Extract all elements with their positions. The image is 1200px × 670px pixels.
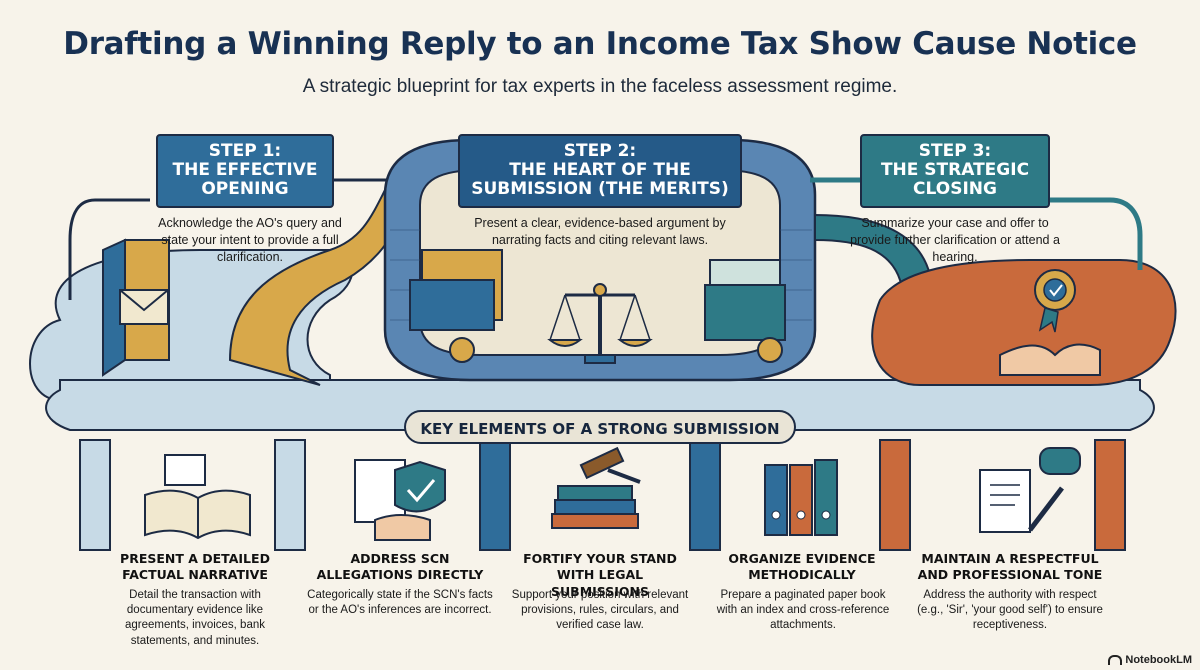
- element-5-title: MAINTAIN A RESPECTFUL AND PROFESSIONAL T…: [917, 551, 1103, 583]
- handshake-medal-icon: [999, 269, 1101, 376]
- step-3-title: THE STRATEGIC CLOSING: [880, 160, 1030, 200]
- element-3-title: FORTIFY YOUR STAND WITH LEGAL SUBMISSION…: [523, 551, 677, 599]
- gavel-law-books-icon: [551, 446, 641, 529]
- element-4-desc: Prepare a paginated paper book with an i…: [716, 589, 890, 632]
- step-3-box: STEP 3: THE STRATEGIC CLOSING: [860, 134, 1050, 208]
- step-1-box: STEP 1: THE EFFECTIVE OPENING: [156, 134, 334, 208]
- brand-label: NotebookLM: [1108, 654, 1192, 666]
- document-folder-icon: [409, 249, 503, 363]
- track-bottom-band: [45, 379, 1155, 431]
- element-5-desc: Address the authority with respect (e.g.…: [917, 589, 1103, 632]
- element-4-title: ORGANIZE EVIDENCE METHODICALLY: [728, 551, 876, 583]
- element-2-desc: Categorically state if the SCN's facts o…: [307, 589, 493, 617]
- notebooklm-logo-icon: [1108, 655, 1123, 666]
- page-title: Drafting a Winning Reply to an Income Ta…: [63, 26, 1137, 62]
- track-step1-outline: [68, 198, 150, 300]
- scales-of-justice-icon: [547, 283, 653, 364]
- page-subtitle: A strategic blueprint for tax experts in…: [302, 76, 898, 97]
- key-elements-banner: KEY ELEMENTS OF A STRONG SUBMISSION: [404, 410, 796, 444]
- step-1-label: STEP 1:: [208, 141, 282, 161]
- shield-checklist-icon: [354, 459, 446, 541]
- step-2-title: THE HEART OF THE SUBMISSION (THE MERITS): [471, 160, 729, 200]
- open-door-envelope-icon: [102, 238, 170, 377]
- element-1-desc: Detail the transaction with documentary …: [125, 589, 265, 647]
- step-2-desc: Present a clear, evidence-based argument…: [474, 216, 726, 247]
- track-step3-outline: [1050, 197, 1143, 270]
- step-3-label: STEP 3:: [918, 141, 992, 161]
- step-2-box: STEP 2: THE HEART OF THE SUBMISSION (THE…: [458, 134, 742, 208]
- step-1-desc: Acknowledge the AO's query and state you…: [158, 216, 342, 264]
- document-pen-speech-icon: [979, 447, 1081, 533]
- element-1-title: PRESENT A DETAILED FACTUAL NARRATIVE: [120, 551, 270, 583]
- step-3-desc: Summarize your case and offer to provide…: [850, 216, 1060, 264]
- element-3-desc: Support your position with relevant prov…: [511, 589, 689, 632]
- pillars: [79, 439, 1126, 551]
- step-1-title: THE EFFECTIVE OPENING: [172, 160, 318, 200]
- step-2-label: STEP 2:: [563, 141, 637, 161]
- binders-icon: [764, 459, 838, 536]
- brand-text: NotebookLM: [1125, 654, 1192, 666]
- element-2-title: ADDRESS SCN ALLEGATIONS DIRECTLY: [316, 551, 484, 583]
- open-book-documents-icon: [144, 454, 251, 540]
- certificate-folder-icon: [704, 259, 786, 363]
